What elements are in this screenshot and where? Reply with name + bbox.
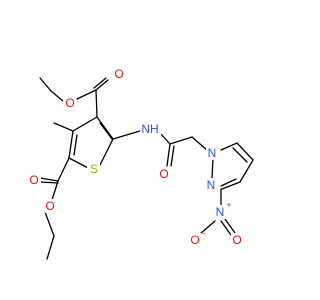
atom-oxygen: O <box>159 167 168 181</box>
bond <box>72 116 98 132</box>
atom-nitrogen: N <box>208 146 217 160</box>
atom-oxygen: O <box>65 96 74 110</box>
structure-svg: O O NH S O O O N N N + O − O <box>28 67 254 260</box>
bond <box>39 181 59 184</box>
bond <box>39 77 52 92</box>
atom-oxygen: O <box>114 67 123 81</box>
bond <box>211 157 214 179</box>
atom-labels: O O NH S O O O N N N + O − O <box>28 67 244 247</box>
bond <box>239 159 254 183</box>
bond <box>93 77 107 89</box>
bond <box>99 138 114 166</box>
bond <box>53 122 74 132</box>
atom-nitrogen: N <box>207 178 216 192</box>
bond <box>221 181 241 190</box>
bond <box>95 79 109 91</box>
bond <box>169 136 193 145</box>
bond <box>199 220 216 235</box>
bond <box>224 218 236 234</box>
bond <box>96 116 114 140</box>
bond <box>191 136 209 152</box>
atom-nitrogen-nh: NH <box>141 122 158 136</box>
bond <box>95 89 98 118</box>
bond <box>50 90 64 102</box>
atom-oxygen-nitro: O <box>232 233 241 247</box>
bond <box>46 235 55 260</box>
atom-oxygen: O <box>45 199 54 213</box>
bond <box>68 157 89 169</box>
molecule-diagram: O O NH S O O O N N N + O − O <box>28 67 254 260</box>
bond <box>51 180 59 201</box>
bond <box>220 142 238 151</box>
bond <box>220 220 232 236</box>
atom-oxygen-nitro: O <box>190 233 199 247</box>
bond <box>220 178 237 187</box>
bond <box>232 147 248 163</box>
bond <box>236 142 254 161</box>
bond <box>99 122 113 140</box>
atom-oxygen: O <box>29 173 38 187</box>
negative-charge: − <box>202 230 207 239</box>
bond <box>76 89 97 100</box>
atom-sulfur: S <box>90 162 98 176</box>
bond <box>73 134 78 156</box>
bond <box>44 211 55 237</box>
bond <box>112 130 141 140</box>
positive-charge: + <box>227 201 232 210</box>
atom-nitrogen-nitro: N <box>216 205 225 219</box>
bond <box>159 132 171 145</box>
bond <box>166 143 171 167</box>
bond <box>57 157 70 182</box>
bonds <box>39 77 254 260</box>
bond <box>68 130 74 159</box>
bond <box>39 177 59 182</box>
bond <box>170 145 175 167</box>
